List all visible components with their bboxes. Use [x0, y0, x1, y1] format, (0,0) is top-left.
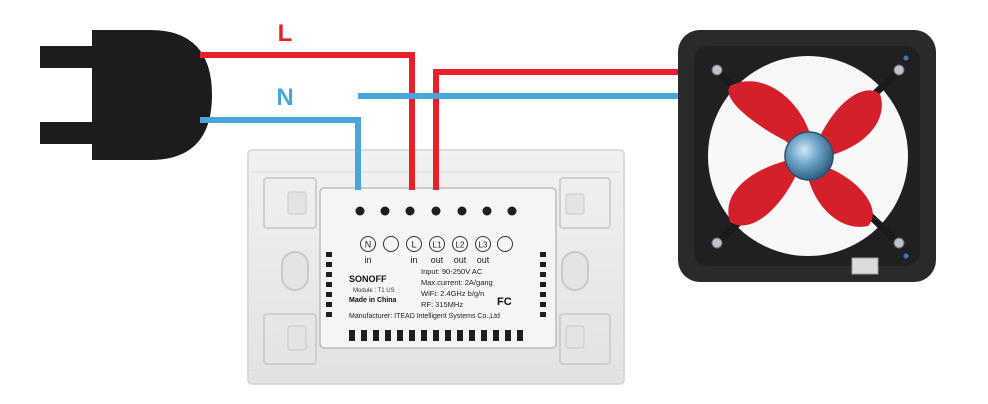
terminal-l1-symbol: L1	[433, 241, 442, 250]
spec-wifi: WiFi: 2.4GHz b/g/n	[421, 289, 484, 298]
live-wire-label: L	[278, 20, 293, 47]
fcc-mark: FC	[497, 296, 512, 308]
spec-current: Max.current: 2A/gang	[421, 278, 493, 287]
neutral-wire	[200, 93, 678, 190]
power-plug-icon	[40, 30, 212, 160]
spec-rf: RF: 315MHz	[421, 300, 463, 309]
module-vents-bottom	[349, 330, 523, 341]
module-vents-left	[326, 252, 332, 317]
terminal-l1-sub: out	[431, 255, 444, 265]
module-model: Module : T1 US	[353, 288, 395, 294]
spec-input: Input: 90-250V AC	[421, 267, 483, 276]
terminal-n-symbol: N	[365, 240, 372, 250]
terminal-l-symbol: L	[411, 240, 416, 250]
screw-terminal-row	[355, 206, 517, 216]
terminal-n-sub: in	[364, 255, 371, 265]
terminal-l-sub: in	[410, 255, 417, 265]
brand-logo-text: SONOFF	[349, 274, 387, 284]
live-wire	[200, 52, 678, 190]
terminal-l3-symbol: L3	[479, 241, 488, 250]
plug-body	[92, 30, 212, 160]
exhaust-fan-icon	[678, 30, 936, 282]
fan-blades	[728, 81, 882, 227]
terminal-l2-sub: out	[454, 255, 467, 265]
fan-hub	[784, 131, 834, 181]
sonoff-module: N in L in L1 out L2 out L3 out SONOFF Mo…	[319, 187, 557, 349]
fan-sticker	[851, 257, 879, 275]
plug-prong-bottom	[40, 122, 102, 144]
module-vents-right	[540, 252, 546, 317]
fan-bolts	[711, 64, 905, 249]
terminal-labels: N in L in L1 out L2 out L3 out	[360, 236, 513, 265]
neutral-wire-label: N	[276, 84, 293, 111]
manufacturer-label: Manufacturer: ITEAD Intelligent Systems …	[349, 313, 500, 320]
plug-prong-top	[40, 46, 102, 68]
terminal-l3-sub: out	[477, 255, 490, 265]
terminal-l2-symbol: L2	[456, 241, 465, 250]
made-in-label: Made in China	[349, 297, 397, 304]
